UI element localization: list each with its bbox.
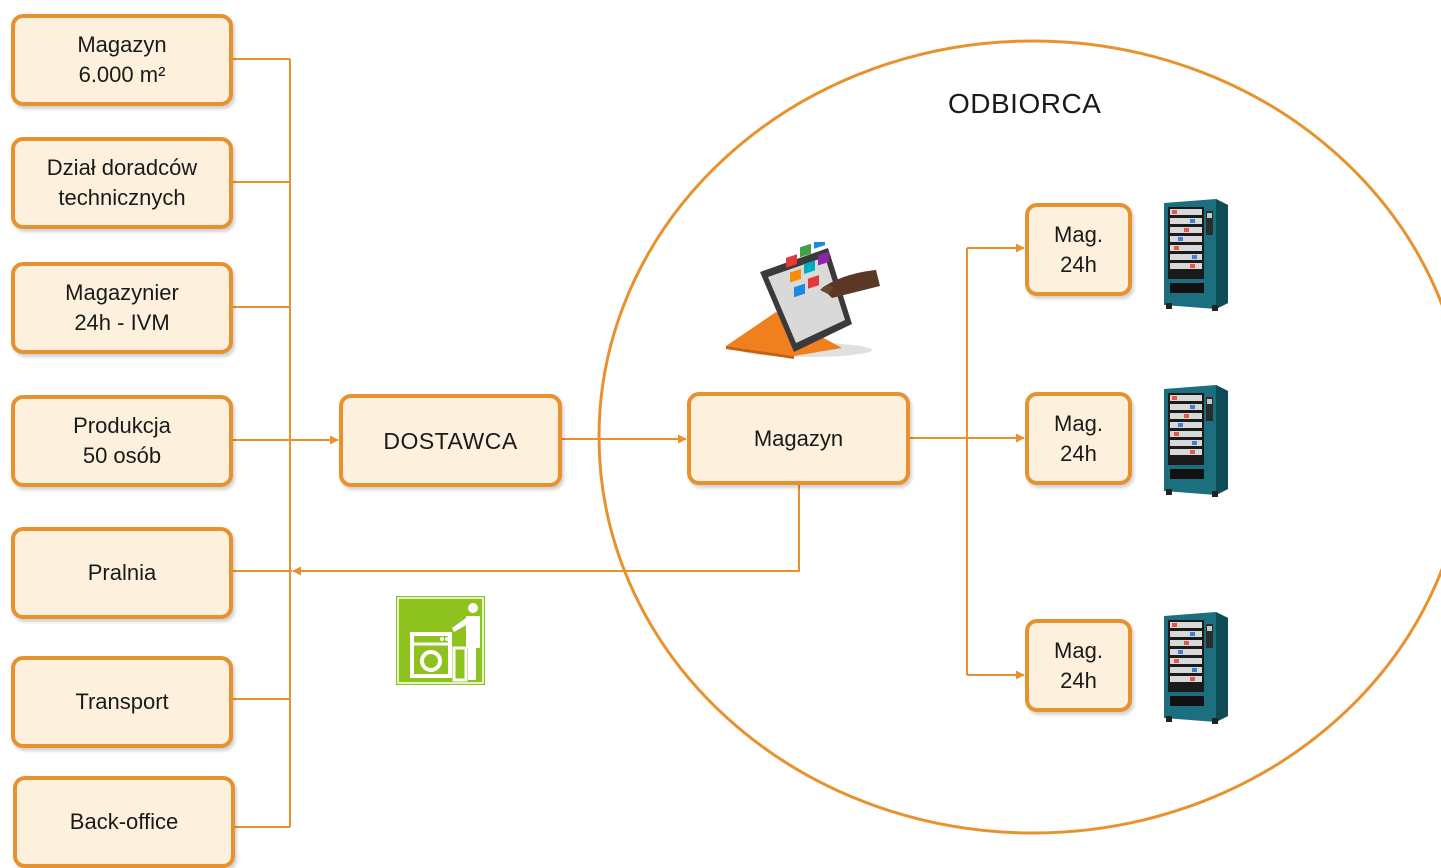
department-label: Back-office (69, 809, 179, 834)
warehouse-box: Magazyn (687, 392, 910, 485)
odbiorca-circle (597, 39, 1441, 835)
odbiorca-title: ODBIORCA (948, 88, 1102, 119)
vending-point-box-2: Mag. 24h (1025, 392, 1132, 485)
department-box-storekeeper: Magazynier 24h - IVM (11, 262, 233, 354)
vending-machine-icon (1164, 385, 1228, 497)
vending-machine-icon (1164, 612, 1228, 724)
department-label: Magazynier 24h - IVM (65, 280, 179, 335)
department-box-technical-advisors: Dział doradców technicznych (11, 137, 233, 229)
department-connectors (231, 58, 291, 828)
vending-point-box-1: Mag. 24h (1025, 203, 1132, 296)
supplier-box: DOSTAWCA (339, 394, 562, 487)
vending-point-box-3: Mag. 24h (1025, 619, 1132, 712)
department-label: Dział doradców technicznych (46, 155, 198, 210)
warehouse-label: Magazyn (753, 425, 844, 451)
department-box-back-office: Back-office (13, 776, 235, 868)
department-label: Transport (75, 689, 169, 714)
vending-point-label: Mag. 24h (1054, 410, 1103, 466)
vending-point-label: Mag. 24h (1054, 637, 1103, 693)
vending-machine-icon (1164, 199, 1228, 311)
tablet-touch-icon (726, 242, 880, 359)
department-label: Produkcja 50 osób (73, 413, 171, 468)
supplier-label: DOSTAWCA (383, 427, 518, 454)
laundry-icon (396, 596, 485, 685)
vending-point-label: Mag. 24h (1054, 221, 1103, 277)
department-box-transport: Transport (11, 656, 233, 748)
arrow-warehouse-to-laundry (292, 483, 800, 576)
department-box-warehouse: Magazyn 6.000 m² (11, 14, 233, 106)
department-label: Magazyn 6.000 m² (77, 32, 167, 87)
department-box-production: Produkcja 50 osób (11, 395, 233, 487)
department-box-laundry: Pralnia (11, 527, 233, 619)
department-label: Pralnia (87, 560, 157, 585)
